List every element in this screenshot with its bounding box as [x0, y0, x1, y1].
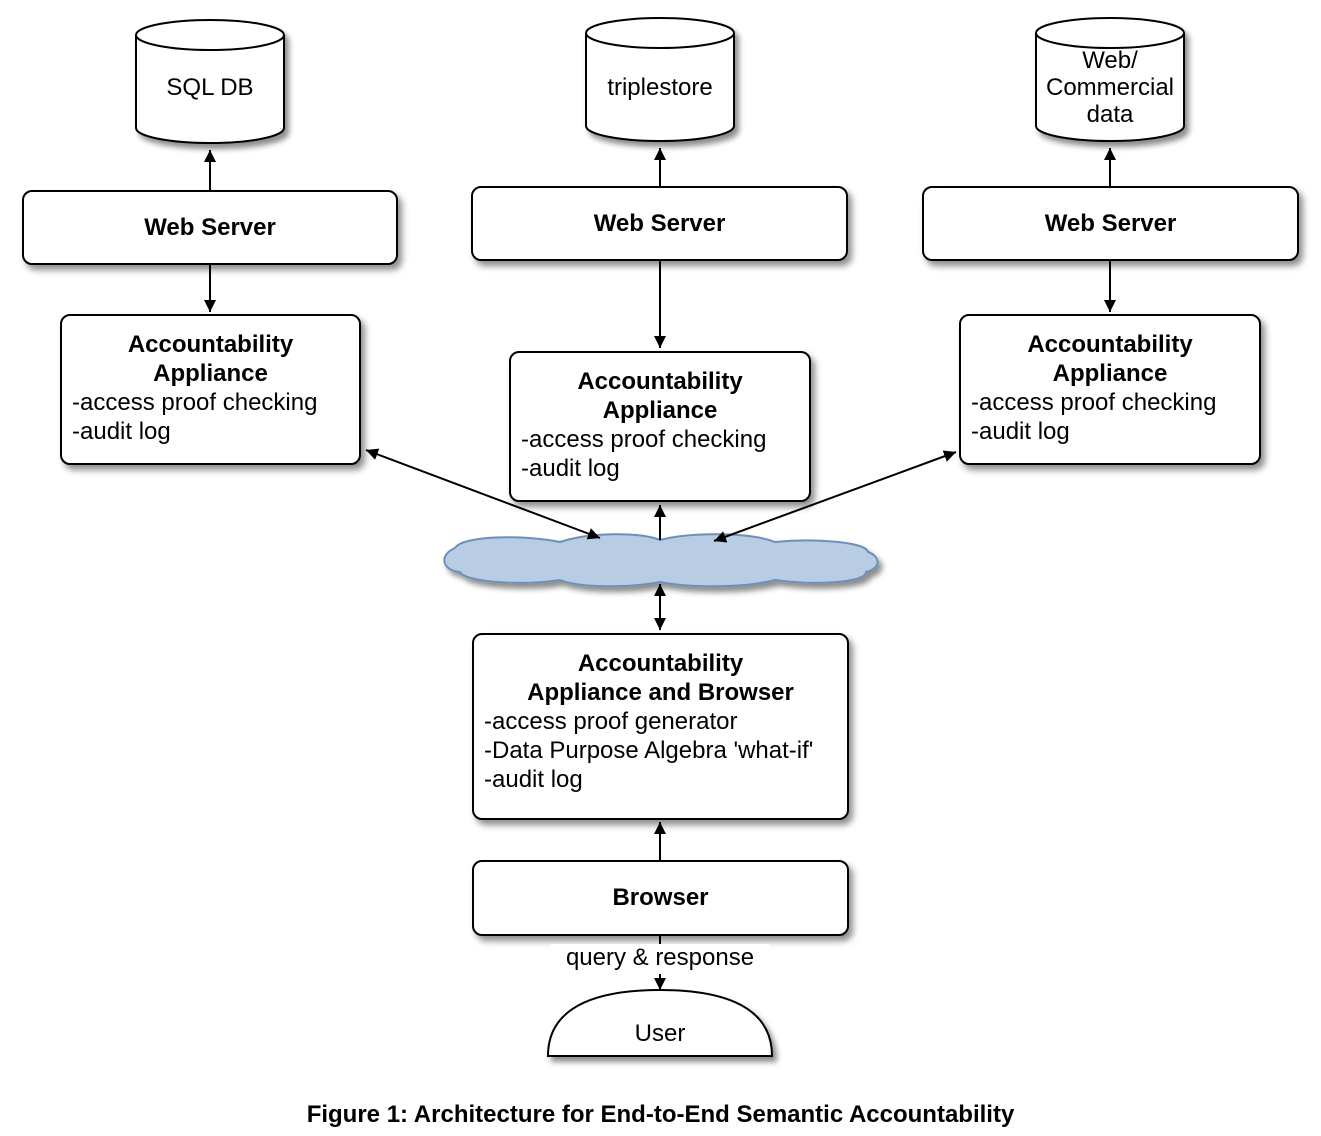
web-server-box-1: Web Server: [22, 190, 398, 265]
web-commercial-data-cylinder: [1035, 17, 1185, 142]
accountability-appliance-and-browser: Accountability Appliance and Browser -ac…: [472, 633, 849, 820]
appliance-2-item: -audit log: [521, 455, 620, 482]
web-server-box-2: Web Server: [471, 186, 848, 261]
appliance-3-item: -audit log: [971, 418, 1070, 445]
web-server-label-1: Web Server: [144, 213, 276, 241]
connectors: [204, 148, 1116, 990]
accountability-appliance-3: Accountability Appliance -access proof c…: [959, 314, 1261, 465]
appliance-1-title: Accountability Appliance: [127, 331, 294, 387]
web-server-label-3: Web Server: [1044, 209, 1177, 237]
sql-db-label: SQL DB: [166, 73, 254, 101]
browser-appliance-item: -access proof generator: [484, 708, 738, 735]
web-server-box-3: Web Server: [922, 186, 1299, 261]
accountability-appliance-1: Accountability Appliance -access proof c…: [60, 314, 361, 465]
triplestore-label: triplestore: [607, 73, 713, 101]
browser-box: Browser: [472, 860, 849, 936]
appliance-3-title: Accountability Appliance: [1027, 331, 1193, 387]
figure-caption: Figure 1: Architecture for End-to-End Se…: [306, 1101, 1015, 1128]
browser-appliance-item: -Data Purpose Algebra 'what-if': [484, 737, 814, 764]
sql-db-cylinder: [135, 19, 285, 144]
browser-appliance-item: -audit log: [484, 766, 583, 793]
browser-label: Browser: [612, 884, 709, 911]
web-server-label-2: Web Server: [593, 209, 726, 237]
arrow-appliance1-cloud: [365, 448, 601, 540]
network-cloud: [443, 533, 879, 588]
appliance-1-item: -audit log: [72, 418, 171, 445]
arrow-appliance3-cloud: [713, 450, 957, 543]
accountability-appliance-2: Accountability Appliance -access proof c…: [509, 351, 811, 502]
appliance-3-item: -access proof checking: [971, 389, 1217, 416]
appliance-2-item: -access proof checking: [521, 426, 767, 453]
user-label: User: [634, 1020, 686, 1047]
appliance-1-item: -access proof checking: [72, 389, 318, 416]
browser-appliance-title: Accountability Appliance and Browser: [527, 650, 794, 706]
triplestore-cylinder: [585, 17, 735, 142]
query-response-label: query & response: [551, 944, 769, 974]
appliance-2-title: Accountability Appliance: [577, 368, 743, 424]
web-commercial-data-label: Web/ Commercial data: [1045, 46, 1174, 128]
